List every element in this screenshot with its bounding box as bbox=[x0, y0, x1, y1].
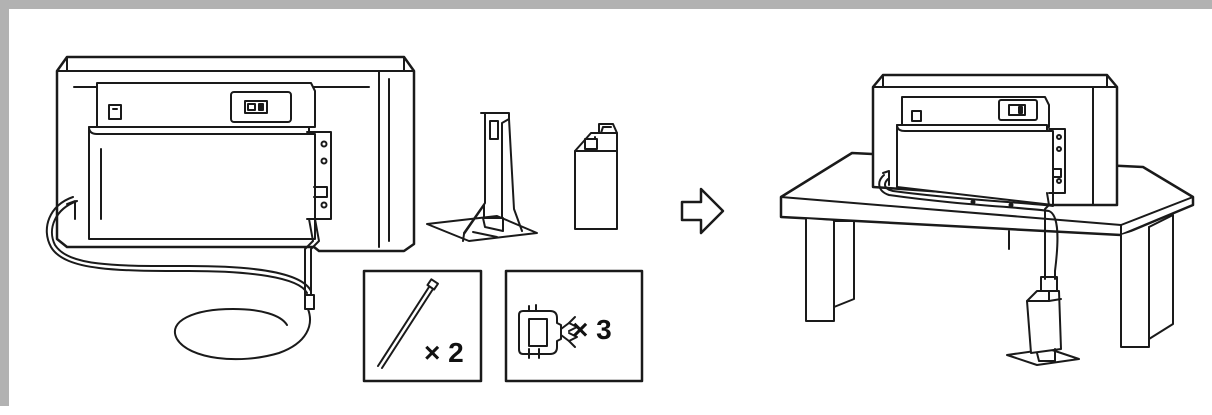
cable-tie-part: × 2 bbox=[364, 271, 481, 381]
clamp-quantity: × 3 bbox=[572, 314, 612, 345]
installed-printer-on-table bbox=[781, 75, 1193, 365]
right-arrow-icon bbox=[682, 189, 723, 233]
waste-bottle bbox=[575, 124, 617, 229]
clamp-part: × 3 bbox=[506, 271, 642, 381]
waste-bottle-stand bbox=[427, 113, 537, 241]
installation-diagram: × 2 × 3 bbox=[9, 9, 1212, 415]
cable-tie-quantity: × 2 bbox=[424, 337, 464, 368]
printer-rear-left bbox=[57, 57, 414, 299]
illustration-frame: × 2 × 3 bbox=[0, 0, 1212, 406]
